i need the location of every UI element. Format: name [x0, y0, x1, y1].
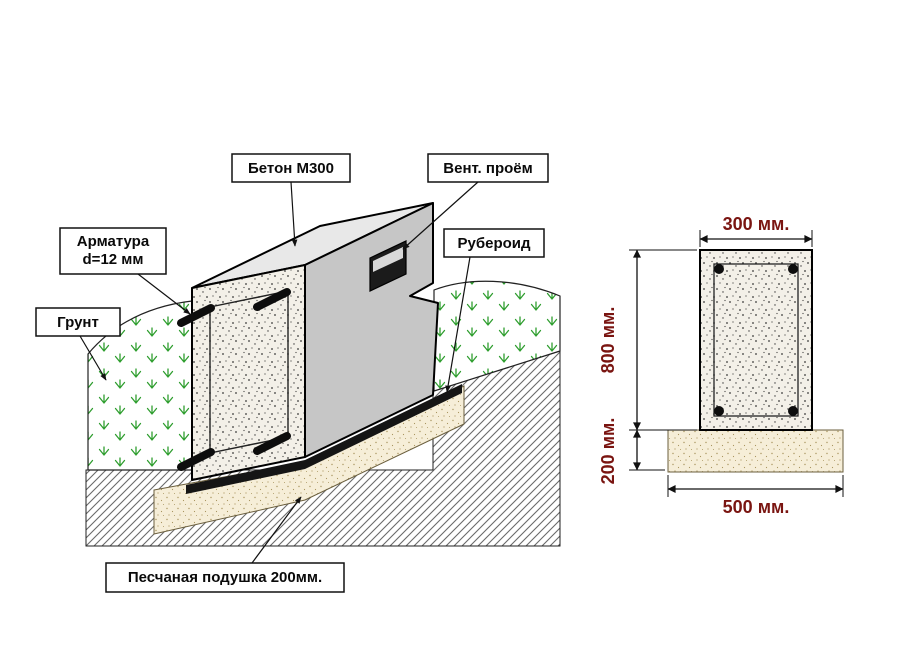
rebar-dot [714, 264, 724, 274]
rebar-dot [788, 406, 798, 416]
dim-bottom-width: 500 мм. [667, 475, 844, 517]
dim-top-width: 300 мм. [699, 214, 813, 247]
rebar-icon [253, 288, 291, 311]
dimension-text: 800 мм. [598, 307, 618, 374]
callout-text: Грунт [57, 314, 99, 331]
rebar-bars [177, 288, 291, 471]
callout-text: Песчаная подушка 200мм. [128, 569, 322, 586]
callout-ruberoid: Рубероид [443, 228, 545, 393]
ruberoid-layer [186, 384, 462, 494]
cs-concrete-column [699, 249, 813, 431]
leader-line [79, 335, 107, 381]
rebar-dot [714, 406, 724, 416]
rebar-icon [177, 304, 215, 327]
callout-box [105, 562, 345, 593]
callout-box [427, 153, 549, 183]
dimension-text: 500 мм. [723, 497, 790, 517]
callout-text: Бетон М300 [248, 160, 334, 177]
callout-ground: Грунт [35, 307, 121, 381]
dimension-text: 200 мм. [598, 418, 618, 485]
rebar-icon [177, 448, 215, 471]
extension-lines [667, 475, 844, 497]
leader-line [290, 181, 298, 247]
callout-concrete: Бетон М300 [231, 153, 351, 247]
extension-lines [629, 249, 697, 431]
cs-rebar-dots [714, 264, 798, 416]
leader-line [251, 496, 302, 564]
block-front-face [191, 264, 306, 481]
vent-opening [369, 240, 407, 292]
callout-box [35, 307, 121, 337]
foundation-block [177, 202, 439, 481]
cs-sand-cushion [667, 429, 844, 473]
dimension-text: 300 мм. [723, 214, 790, 234]
callout-sand: Песчаная подушка 200мм. [105, 496, 345, 593]
vent-hole-highlight [373, 247, 403, 272]
callout-text: Рубероид [457, 235, 531, 252]
grass-area-right [433, 280, 561, 392]
cross-section: 300 мм. 800 мм. 200 мм. 500 мм. [598, 214, 844, 517]
cs-stirrup-outline [713, 263, 799, 417]
rebar-dot [788, 264, 798, 274]
rebar-icon [253, 432, 291, 455]
leader-line [402, 181, 479, 250]
callout-text: Арматура [77, 233, 150, 250]
leader-line [445, 256, 471, 393]
callout-box [231, 153, 351, 183]
callout-box [59, 227, 167, 275]
callout-rebar: Арматура d=12 мм [59, 227, 191, 315]
callout-box [443, 228, 545, 258]
dim-height: 800 мм. [598, 249, 697, 431]
callout-text: d=12 мм [83, 251, 144, 268]
leader-line [137, 273, 191, 315]
callout-text: Вент. проём [443, 160, 532, 177]
dim-cushion-height: 200 мм. [598, 418, 665, 485]
callout-vent: Вент. проём [402, 153, 549, 250]
